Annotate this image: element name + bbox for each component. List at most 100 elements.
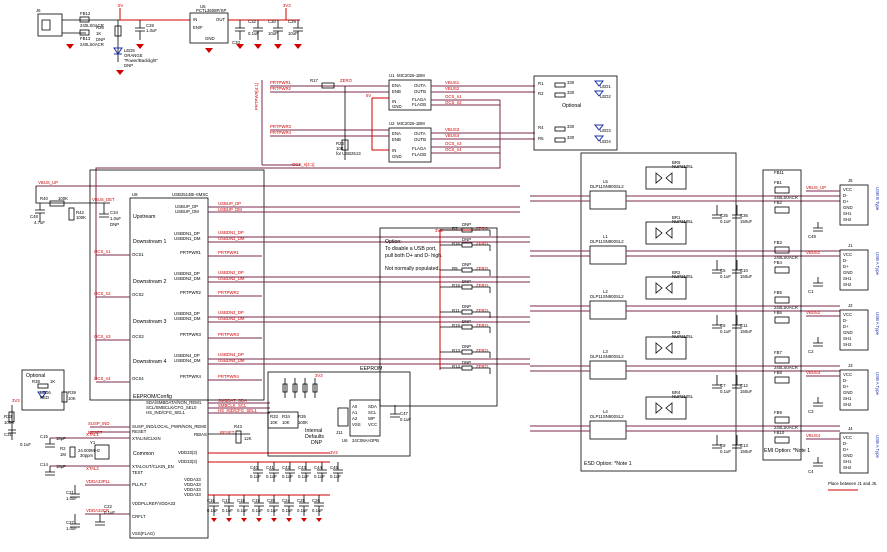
- r43-val: 12K: [244, 436, 252, 441]
- option-res-zero-2: ZERO: [476, 266, 489, 271]
- net-prtpwr4-hub: PRTPWR4: [218, 374, 240, 379]
- conn-0-pin-0: VCC: [843, 187, 852, 192]
- pin-vdd33-1: VDD33(3): [178, 450, 198, 455]
- pin-vdd33-2: VDD33(3): [178, 459, 198, 464]
- eeprom-u6: [349, 399, 381, 437]
- resistor-r36: [114, 25, 122, 37]
- u2-ref: U2: [389, 121, 395, 126]
- emi-ref-5: FB6: [774, 310, 782, 315]
- esd-array-ref-2: BR2: [672, 270, 681, 275]
- u6-part: 24C08AI-DPB: [352, 438, 379, 443]
- option-res-ref-0: R7: [452, 226, 458, 231]
- option-res-zero-0: ZERO: [476, 226, 489, 231]
- conn-ref-2: J2: [848, 303, 853, 308]
- r17-val: ZERO: [340, 78, 353, 83]
- emi-part-0: 240LS0ACR: [774, 195, 798, 200]
- u2-pin-flagb: FLAGB: [412, 152, 426, 157]
- emi-ref-0: FB1: [774, 180, 782, 185]
- fb12-ref: FB12: [80, 11, 91, 16]
- r23-val: 10K: [336, 146, 344, 151]
- r2-ref: R2: [60, 446, 66, 451]
- conn-4-pin-3: GND: [843, 453, 853, 458]
- emi-section: EMI Option: *Note 1 FB1240LS0ACRFB2FB324…: [762, 169, 823, 474]
- esd-cap-val-a-0: 0.1uF: [720, 219, 731, 224]
- choke-ref-2: L2: [603, 289, 608, 294]
- downstream-1-label: Downstream 1: [133, 239, 167, 245]
- option-res-dnp-4: DNP: [462, 304, 471, 309]
- esd-array-part-2: NUP2105L: [672, 274, 694, 279]
- bypass-caps: C400.1uFC410.1uFC420.1uFC430.1uFC440.1uF…: [207, 462, 343, 522]
- choke-l4: [589, 420, 627, 440]
- pin-usbdn4-dm: USBDN4_DM: [174, 358, 201, 363]
- resistor-r38: [37, 383, 49, 389]
- esd-cap-ref-b-0: C36: [740, 213, 748, 218]
- conn-type-0: USB B Type: [875, 187, 880, 211]
- option-res-zero-7: ZERO: [476, 364, 489, 369]
- conn-2-pin-4: SH1: [843, 336, 852, 341]
- pin-hs-ind: HS_IND/CFG_SEL1: [146, 410, 186, 415]
- resistor-r42: [68, 207, 75, 221]
- c15-val: 18pF: [56, 436, 66, 441]
- bypass-cap-c45: [333, 462, 343, 482]
- pin-ocs1: OCS1: [132, 252, 144, 257]
- r36-val: 1K: [96, 31, 101, 36]
- net-vdda33pll: VDDA33PLL: [86, 479, 111, 484]
- ferrite-fb13: [79, 29, 90, 36]
- conn-type-3: USB A Type: [875, 372, 880, 395]
- pin-sda-smbdata: SDA/SMBDATA/NON_REM1: [146, 400, 202, 405]
- net-smbclk-scl: SMBCLK_SCL: [218, 403, 247, 408]
- conn-ref-0: J5: [848, 178, 853, 183]
- downstream-2: Downstream 2 USBDN2_DP USBDN2_DM PRTPWR2…: [94, 270, 245, 297]
- ferrite-fb12: [79, 16, 90, 23]
- pin-usbdn1-dp: USBDN1_DP: [174, 231, 200, 236]
- emi-ref-9: FB10: [774, 430, 785, 435]
- r5-ref: R5: [538, 136, 544, 141]
- bypass-val-c16: 0.1uF: [207, 508, 218, 513]
- bypass-ref-c41: C41: [266, 465, 274, 470]
- option-res-ref-2: R9: [452, 266, 458, 271]
- u1-rail-5v: 5V: [366, 93, 371, 98]
- conn-4-pin-5: SH2: [843, 465, 852, 470]
- u6-pin-vcc: VCC: [368, 422, 377, 427]
- esd-cap-ref-b-3: C12: [740, 383, 748, 388]
- power-switch-section: U1 MIC2026-1BM U2 MIC2026-1BM ENA ENB IN…: [95, 73, 535, 380]
- u6-pin-vss: VSS: [352, 422, 361, 427]
- conn-4-pin-2: D+: [843, 447, 849, 452]
- net-xtal2: XTAL2: [86, 466, 99, 471]
- led6-diode: [37, 391, 47, 399]
- power-switch-u2: [388, 127, 432, 163]
- net-smbdat-sda: SMBDAT_SDA: [218, 398, 247, 403]
- esd-array-br5: [645, 166, 687, 190]
- conn-3-pin-5: SH2: [843, 402, 852, 407]
- emi-part-8: 240LS0ACR: [774, 425, 798, 430]
- option-res-ref-7: R14: [452, 364, 460, 369]
- downstream-4: Downstream 4 USBDN4_DP USBDN4_DM PRTPWR4…: [94, 352, 245, 381]
- u2-pin-outb: OUTB: [414, 137, 426, 142]
- net-usbup-dp: USBUP_DP: [218, 201, 241, 206]
- downstream-3-label: Downstream 3: [133, 319, 167, 325]
- emi-ferrite-8: [774, 416, 790, 424]
- choke-l2: [589, 300, 627, 320]
- eeprom-title: EEPROM: [360, 366, 382, 372]
- pin-ocs4: OCS4: [132, 376, 144, 381]
- optional-reset-box: [21, 369, 65, 411]
- conn-2-pin-2: D+: [843, 324, 849, 329]
- esd-array-br2: [645, 276, 687, 300]
- esd-box: [580, 152, 737, 472]
- led5-dnp: DNP: [124, 63, 133, 68]
- emi-ferrite-5: [774, 316, 790, 324]
- u6-pin-wp: WP: [368, 416, 375, 421]
- conn-0-pin-4: SH1: [843, 211, 852, 216]
- esd-array-part-1: NUP2105L: [672, 219, 694, 224]
- pin-usbdn2-dm: USBDN2_DM: [174, 276, 201, 281]
- bypass-val-c43: 0.1uF: [298, 474, 309, 479]
- u5-pin-gnd: GND: [205, 36, 215, 41]
- conn-4-pin-0: VCC: [843, 435, 852, 440]
- r4-val: 330: [567, 124, 575, 129]
- esd-array-part-4: NUP2105L: [672, 394, 694, 399]
- led5-color: ORANGE: [124, 53, 143, 58]
- esd-array-ref-1: BR1: [672, 215, 681, 220]
- u6-ref: U6: [342, 438, 348, 443]
- c28-val: 1.0uF: [146, 28, 157, 33]
- esd-array-part-0: NUP2105L: [672, 164, 694, 169]
